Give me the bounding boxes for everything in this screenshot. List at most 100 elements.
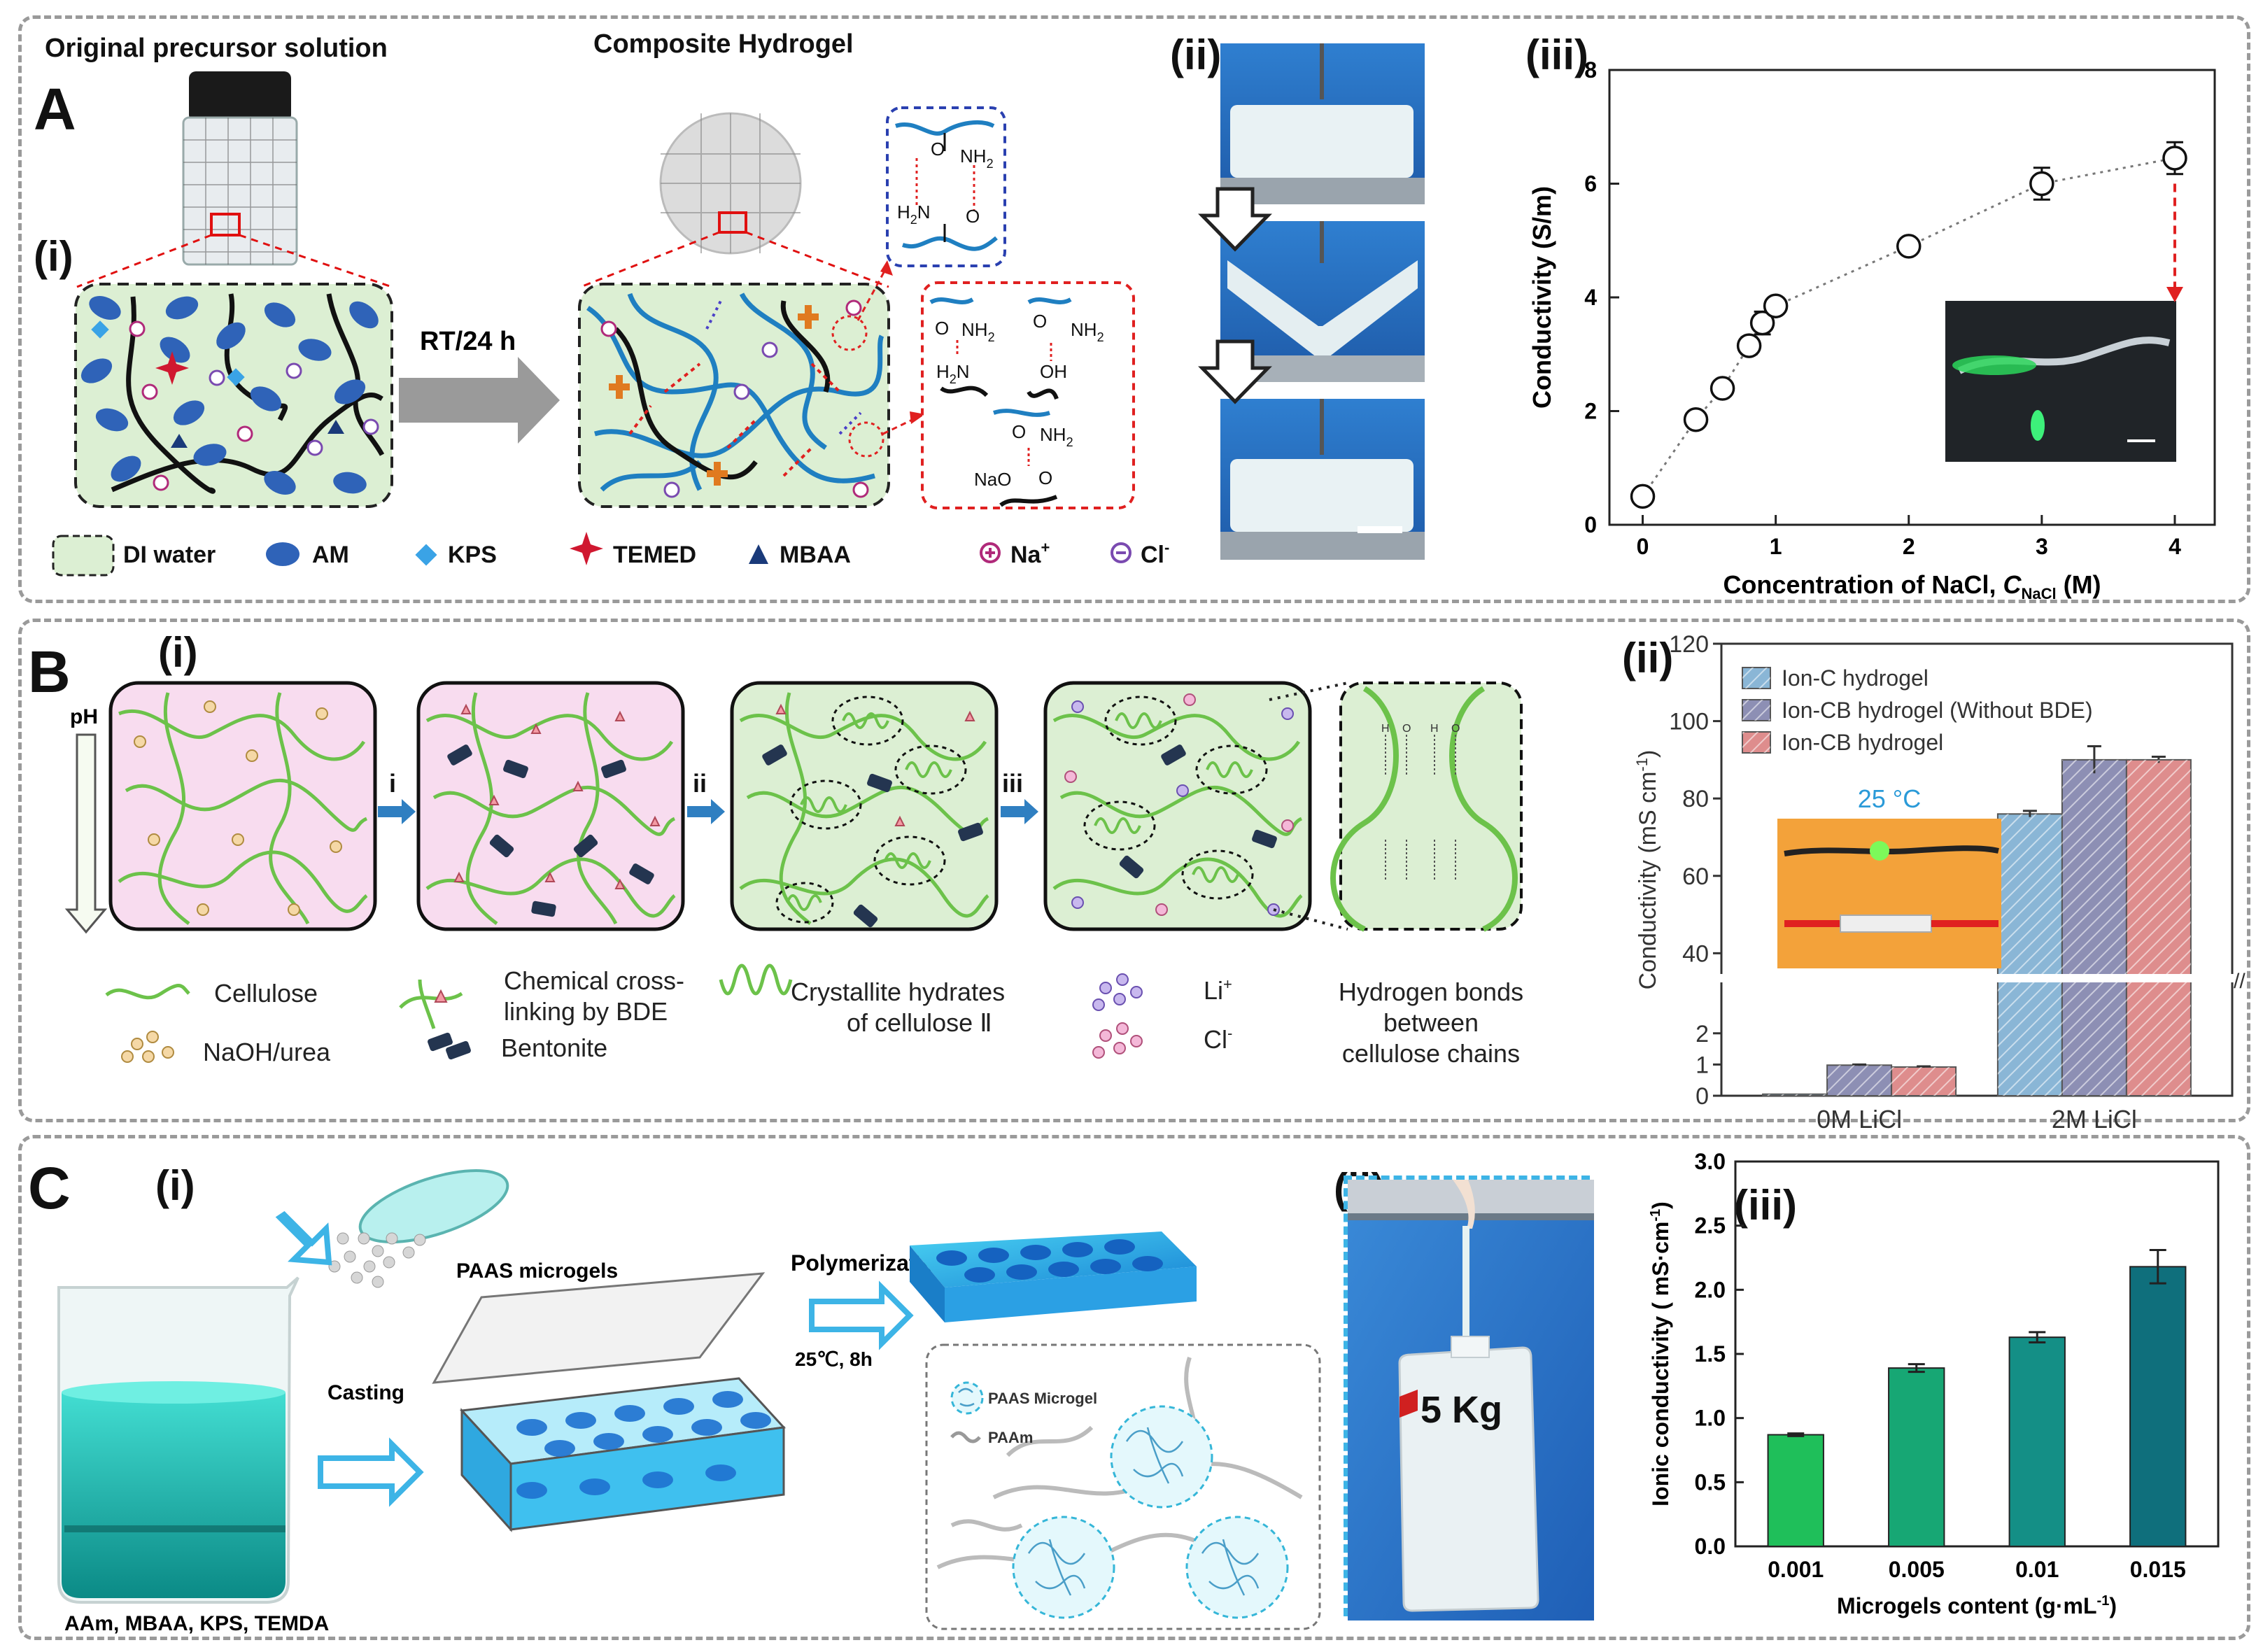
rt-arrow	[399, 357, 560, 444]
svg-text:Li+: Li+	[1204, 975, 1232, 1005]
panel-a-schematic: O NH2 H2N O O NH2 O NH2 H2N OH O NH2 NaO…	[52, 71, 1169, 577]
step-arrow-3	[1001, 799, 1038, 824]
legend-kps: KPS	[448, 542, 497, 568]
a3-ytick-label-3: 6	[1584, 171, 1597, 197]
svg-text:NH2: NH2	[1040, 424, 1073, 449]
b2-bar-hatch-2-1	[2126, 759, 2191, 1096]
svg-text:NH2: NH2	[1071, 319, 1104, 344]
legend-cl: Cl	[1141, 542, 1164, 568]
ph-label: pH	[70, 705, 98, 728]
hbond-h-2: H	[1430, 723, 1439, 735]
panel-b-letter: B	[28, 639, 71, 705]
rt-label: RT/24 h	[420, 327, 516, 356]
step-label-ii: ii	[693, 769, 707, 798]
precursor-box	[74, 283, 393, 508]
composite-title: Composite Hydrogel	[593, 29, 854, 59]
precursor-vial	[182, 71, 298, 266]
a3-led-photo	[1945, 301, 2176, 462]
b2-ytick-high-label-1: 60	[1682, 863, 1709, 890]
b2-ytick-high-label-4: 120	[1669, 631, 1709, 658]
svg-text:NH2: NH2	[961, 319, 995, 344]
step-label-i: i	[389, 769, 396, 798]
b2-ytick-high-label-2: 80	[1682, 786, 1709, 812]
beaker	[57, 1276, 299, 1604]
chem-o-3: O	[935, 318, 949, 339]
a3-xtick-label-1: 1	[1770, 534, 1782, 559]
panel-c-schematic: PAAS microgels AAm, MBAA, KPS, TEMDA Cas…	[57, 1169, 1321, 1635]
a3-point-3	[1736, 333, 1762, 358]
chem-sub-2-5: 2	[950, 372, 957, 386]
c3-xlabel-sup: -1	[2097, 1593, 2110, 1609]
chem-o-6: O	[1038, 467, 1052, 488]
panel-c-frame	[18, 1135, 2250, 1640]
chem-h-1: H	[897, 202, 910, 223]
b2-legend-label-0: Ion-C hydrogel	[1782, 665, 1929, 691]
conditions-label: 25℃, 8h	[795, 1348, 873, 1370]
legend-hbond-line1: Hydrogen bonds	[1339, 977, 1523, 1006]
jug-lifting-photo	[1344, 1176, 1594, 1621]
c3-bar-3	[2129, 1266, 2187, 1547]
b2-legend-swatch-hatch-2	[1742, 732, 1770, 753]
c3-ytick-label-6: 3.0	[1695, 1149, 1726, 1174]
legend-crystallite-line1: Crystallite hydrates	[791, 977, 1005, 1006]
c3-ylabel: Ionic conductivity ( mS·cm-1)	[1648, 1201, 1673, 1506]
b2-ylabel-close: )	[1635, 750, 1661, 758]
b2-photo-led	[1870, 841, 1889, 861]
c3-ytick-label-3: 1.5	[1695, 1341, 1726, 1367]
hbond-o-1: O	[1402, 723, 1411, 735]
b2-inset-photo	[1777, 819, 2001, 968]
step-arrow-1	[378, 799, 416, 824]
svg-text:NH2: NH2	[960, 146, 994, 171]
a3-xtick-label-2: 2	[1903, 534, 1915, 559]
c3-bar-2	[2008, 1336, 2066, 1547]
box-cellulose-solution	[108, 681, 377, 931]
step-arrow-2	[687, 799, 725, 824]
legend-am: AM	[312, 542, 349, 568]
b2-ytick-high-label-0: 40	[1682, 940, 1709, 967]
polymerization-arrow	[809, 1280, 914, 1350]
box-crystallite	[730, 681, 999, 931]
casting-label: Casting	[327, 1381, 404, 1404]
legend-di-water: DI water	[123, 542, 216, 568]
casting-arrow	[318, 1437, 424, 1507]
ph-arrow	[64, 733, 108, 934]
b2-ytick-low-label-0: 0	[1696, 1083, 1709, 1110]
c3-ytick-label-0: 0.0	[1695, 1534, 1726, 1559]
microgel-label: PAAS microgels	[456, 1259, 618, 1283]
legend-hbond-line2: between	[1383, 1008, 1479, 1037]
c3-category-0: 0.001	[1768, 1557, 1824, 1582]
a3-ytick-label-2: 4	[1584, 285, 1597, 310]
legend-cellulose: Cellulose	[214, 979, 318, 1008]
chem-o-2: O	[966, 206, 980, 227]
panel-c-letter: C	[28, 1155, 71, 1221]
a3-ytick-label-0: 0	[1584, 512, 1597, 537]
a3-photo-green-glow	[1952, 355, 2036, 375]
hbond-h-1: H	[1381, 723, 1390, 735]
b2-ylabel-sup: -1	[1633, 758, 1651, 772]
network-inset	[925, 1343, 1321, 1630]
legend-temed: TEMED	[613, 542, 696, 568]
c3-ylabel-main: Ionic conductivity ( mS·cm	[1648, 1222, 1673, 1506]
c3-ytick-label-4: 2.0	[1695, 1277, 1726, 1302]
hydrogen-bond-zoom: H O H O	[1330, 682, 1523, 932]
b2-ytick-low-label-2: 2	[1696, 1021, 1709, 1047]
legend-crosslink-line2: linking by BDE	[504, 997, 668, 1026]
legend-crystallite-line2: of cellulose Ⅱ	[847, 1008, 992, 1037]
b2-bar-hatch-1-1	[2061, 759, 2127, 1096]
c3-ylabel-close: )	[1648, 1201, 1673, 1209]
hbond-interactions-box	[921, 281, 1135, 509]
a3-xlabel-symbol: C	[2003, 570, 2022, 599]
b2-ylabel-main: Conductivity (mS cm	[1635, 772, 1661, 990]
c3-ytick-label-1: 0.5	[1695, 1469, 1726, 1495]
c3-category-3: 0.015	[2130, 1557, 2186, 1582]
legend-naoh-urea: NaOH/urea	[203, 1038, 331, 1066]
svg-text:Na+: Na+	[1010, 539, 1050, 568]
composite-box	[578, 283, 890, 508]
chem-sub-2-6: 2	[1066, 435, 1073, 449]
pour-arrow	[275, 1210, 332, 1266]
legend-crosslink-line1: Chemical cross-	[504, 966, 684, 995]
c3-bar-0	[1767, 1434, 1824, 1547]
chem-nh2-2: NH	[961, 319, 988, 340]
